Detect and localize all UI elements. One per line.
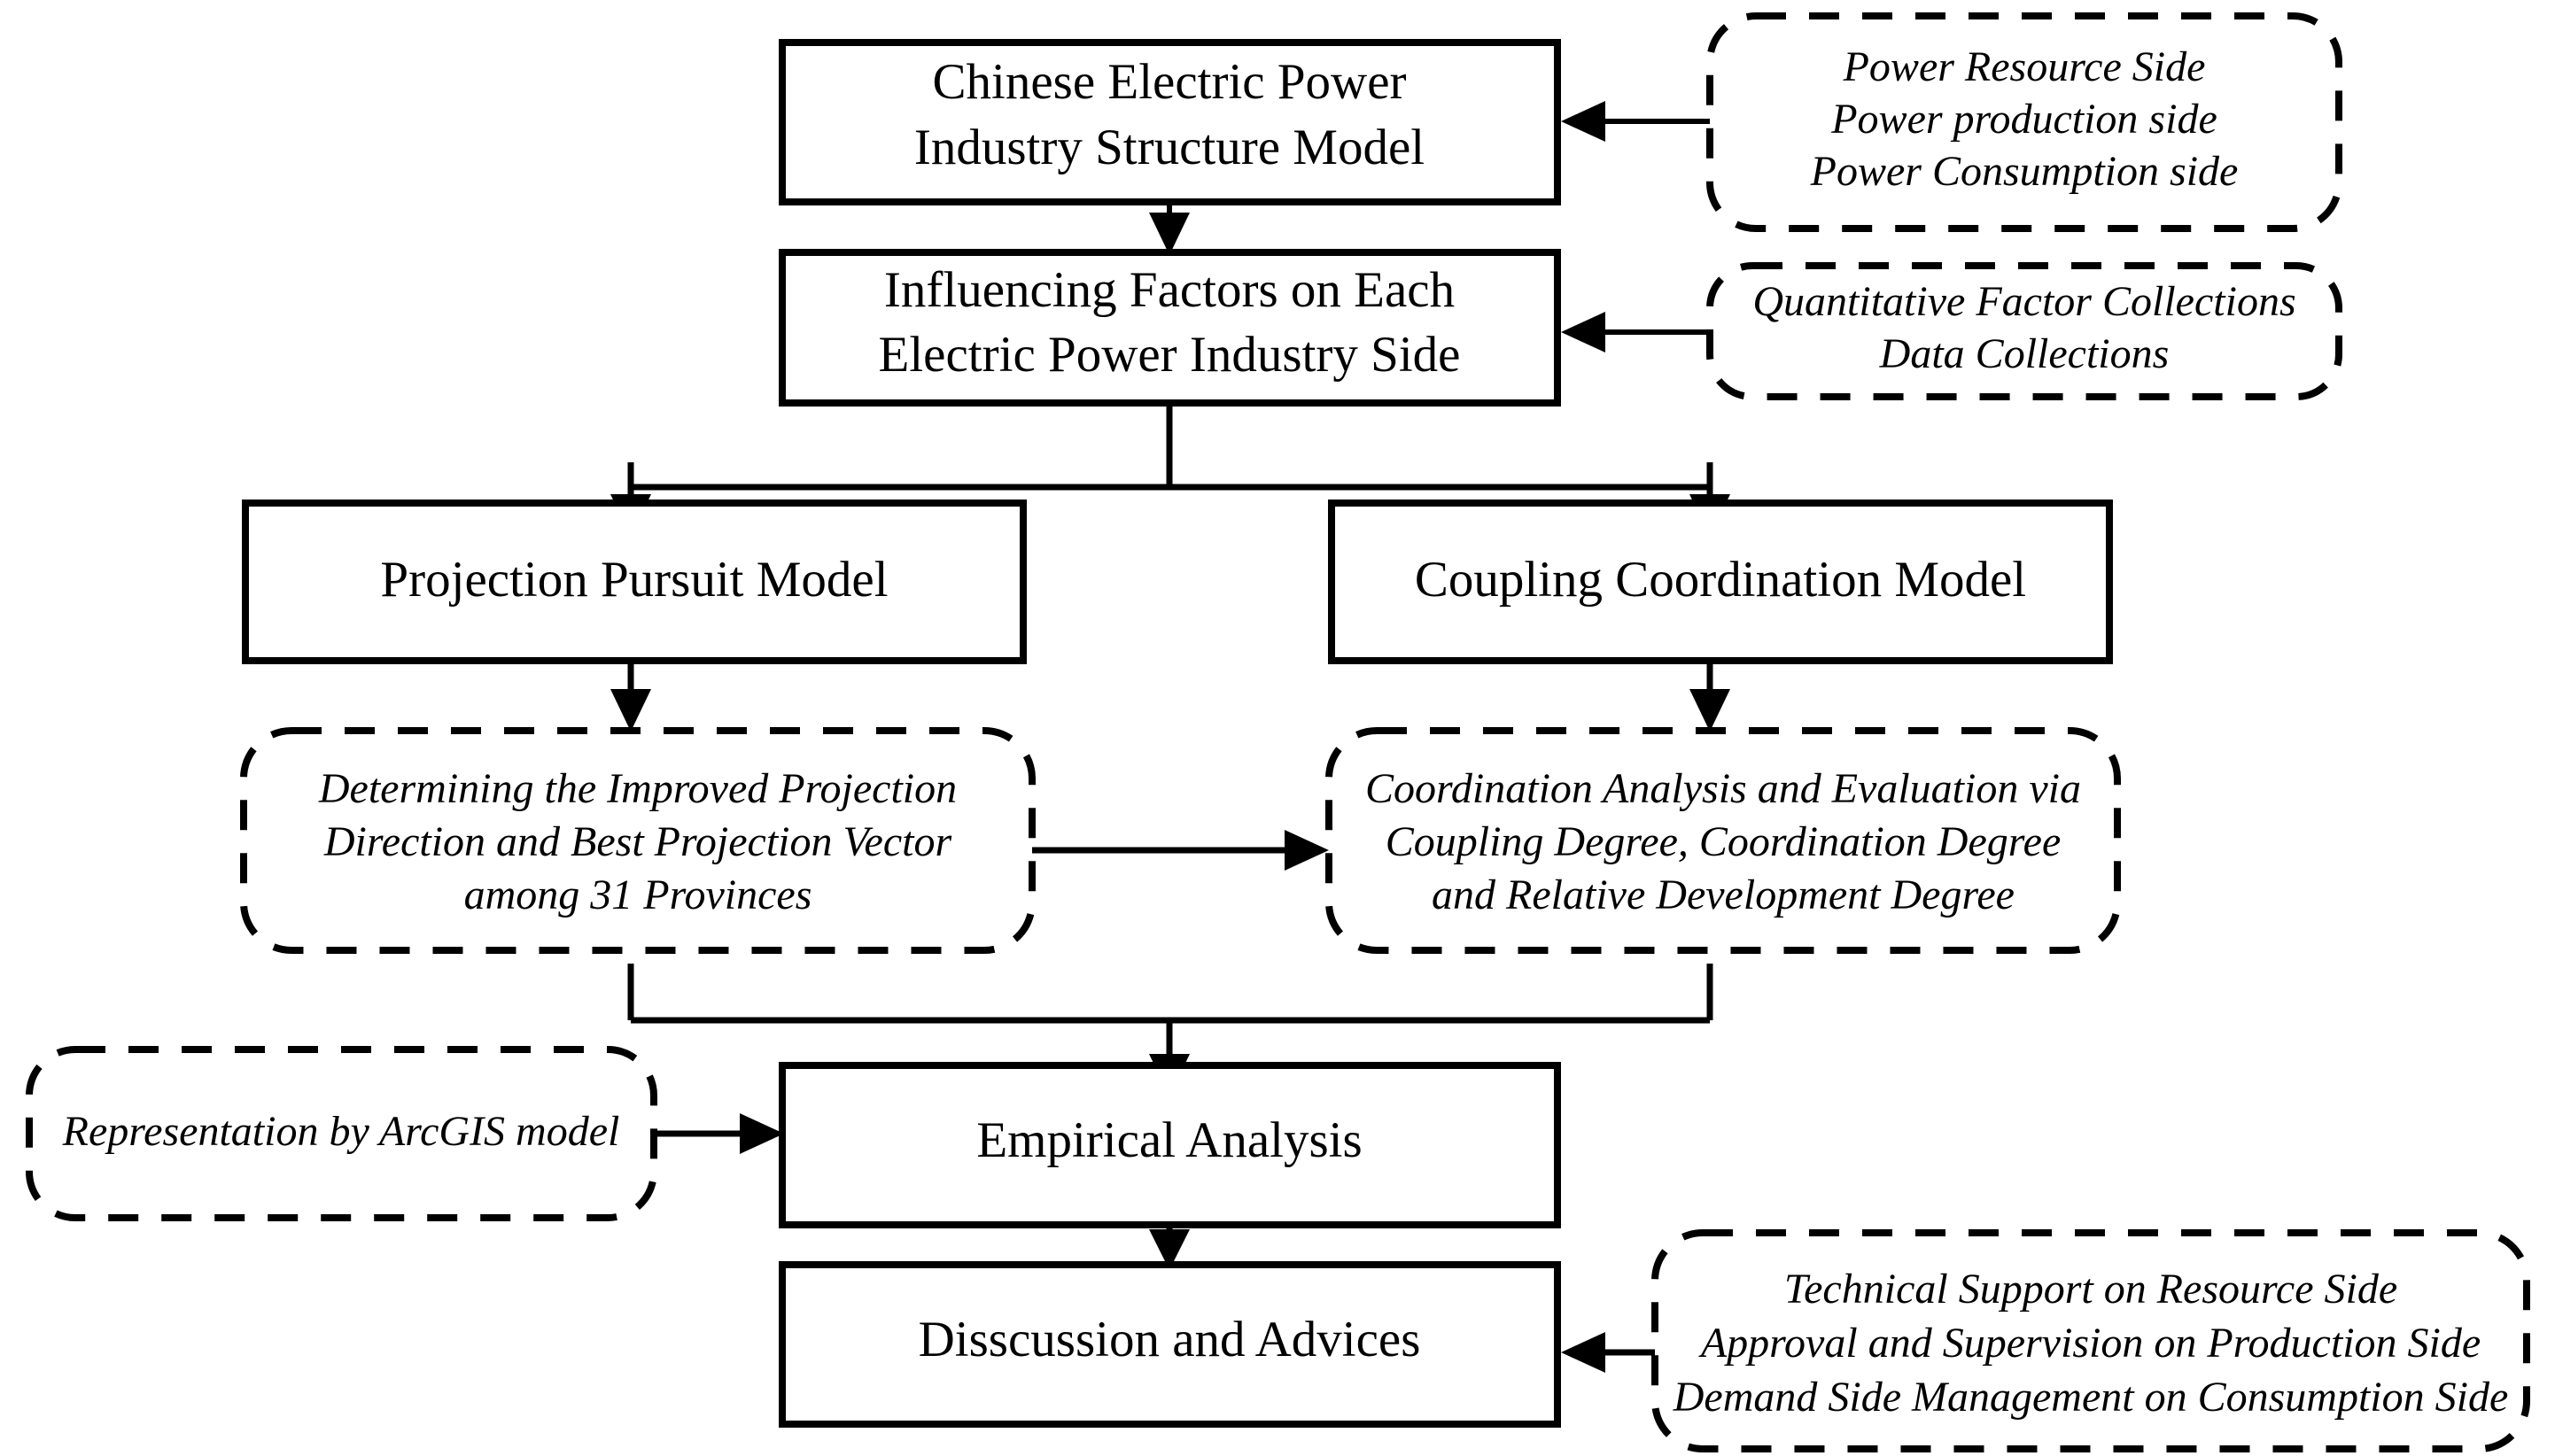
- note-arcgis[interactable]: Representation by ArcGIS model: [26, 1046, 657, 1221]
- note-projection-direction-line-1: Determining the Improved Projection: [318, 765, 957, 812]
- note-data-collections-line-2: Data Collections: [1879, 330, 2170, 377]
- note-policy-advices[interactable]: Technical Support on Resource Side Appro…: [1651, 1229, 2530, 1452]
- node-projection-pursuit-model[interactable]: Projection Pursuit Model: [242, 500, 1027, 664]
- note-power-sides-line-3: Power Consumption side: [1810, 148, 2239, 195]
- node-influencing-factors-line-2: Electric Power Industry Side: [879, 327, 1461, 383]
- note-data-collections[interactable]: Quantitative Factor Collections Data Col…: [1706, 262, 2342, 400]
- edge-coupling-model-to-coordination-note: [1689, 660, 1730, 732]
- node-structure-model[interactable]: Chinese Electric Power Industry Structur…: [779, 39, 1561, 205]
- node-structure-model-line-2: Industry Structure Model: [914, 120, 1425, 175]
- edge-structure-model-to-influencing-factors: [1149, 199, 1190, 255]
- note-power-sides-line-2: Power production side: [1830, 96, 2217, 143]
- edge-arcgis-note-to-empirical-analysis: [654, 1113, 784, 1154]
- node-empirical-analysis[interactable]: Empirical Analysis: [779, 1062, 1561, 1228]
- note-policy-advices-line-2: Approval and Supervision on Production S…: [1698, 1320, 2481, 1367]
- note-coordination-analysis-line-1: Coordination Analysis and Evaluation via: [1365, 765, 2081, 812]
- node-empirical-analysis-label: Empirical Analysis: [976, 1112, 1362, 1168]
- node-coupling-coordination-model[interactable]: Coupling Coordination Model: [1328, 500, 2113, 664]
- note-power-sides-line-1: Power Resource Side: [1843, 43, 2206, 90]
- note-coordination-analysis-line-3: and Relative Development Degree: [1432, 871, 2015, 918]
- note-policy-advices-line-3: Demand Side Management on Consumption Si…: [1673, 1374, 2509, 1421]
- note-projection-direction[interactable]: Determining the Improved Projection Dire…: [240, 727, 1036, 954]
- edge-projection-model-to-projection-note: [610, 660, 651, 732]
- edge-data-collections-to-influencing-factors: [1561, 312, 1710, 352]
- node-influencing-factors-line-1: Influencing Factors on Each: [884, 262, 1455, 318]
- note-arcgis-line-1: Representation by ArcGIS model: [62, 1108, 620, 1155]
- node-structure-model-line-1: Chinese Electric Power: [933, 54, 1407, 110]
- node-influencing-factors[interactable]: Influencing Factors on Each Electric Pow…: [779, 249, 1561, 407]
- note-coordination-analysis-line-2: Coupling Degree, Coordination Degree: [1386, 818, 2062, 865]
- note-policy-advices-line-1: Technical Support on Resource Side: [1784, 1266, 2397, 1313]
- note-coordination-analysis[interactable]: Coordination Analysis and Evaluation via…: [1325, 727, 2121, 954]
- note-projection-direction-line-2: Direction and Best Projection Vector: [323, 818, 952, 865]
- node-coupling-coordination-model-label: Coupling Coordination Model: [1415, 552, 2026, 608]
- node-discussion-advices-label: Disscussion and Advices: [919, 1312, 1421, 1367]
- node-discussion-advices[interactable]: Disscussion and Advices: [779, 1261, 1561, 1428]
- note-projection-direction-line-3: among 31 Provinces: [464, 871, 812, 918]
- note-data-collections-line-1: Quantitative Factor Collections: [1752, 278, 2295, 325]
- edge-projection-note-to-coordination-note: [1032, 830, 1329, 871]
- node-projection-pursuit-model-label: Projection Pursuit Model: [380, 552, 888, 608]
- note-power-sides[interactable]: Power Resource Side Power production sid…: [1706, 12, 2342, 232]
- edge-power-sides-to-structure-model: [1561, 101, 1710, 142]
